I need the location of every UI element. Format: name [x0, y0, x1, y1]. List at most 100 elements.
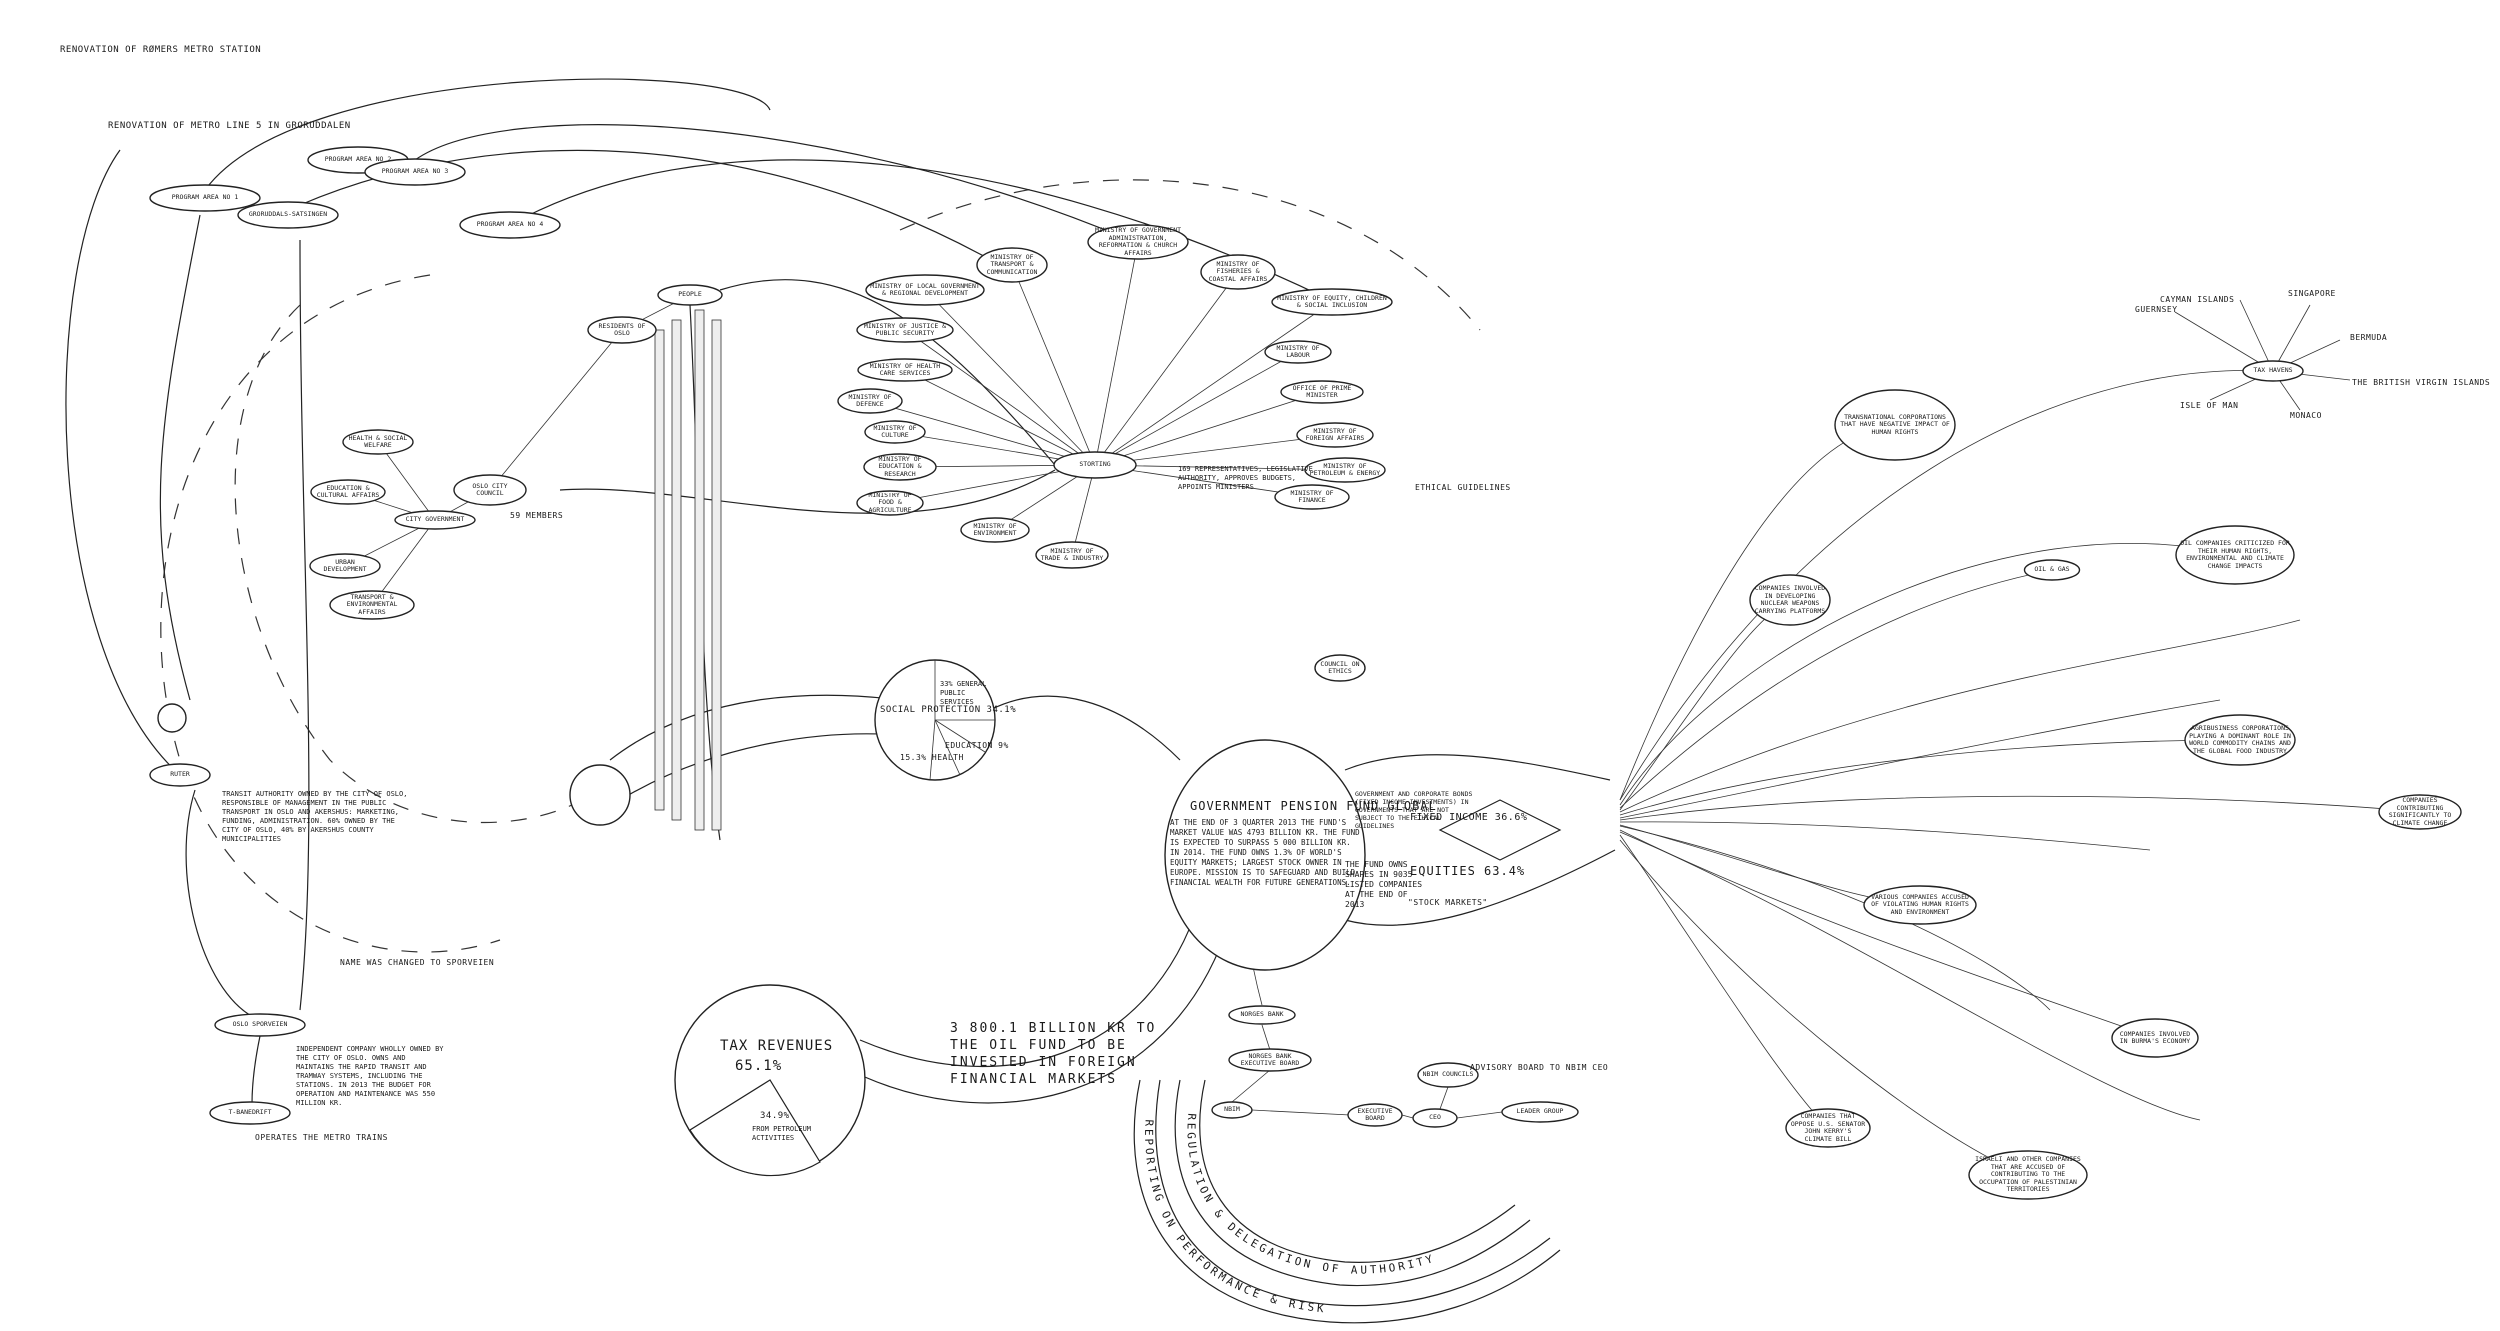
node-companies_nuclear: COMPANIES INVOLVED IN DEVELOPING NUCLEAR… [1749, 574, 1831, 626]
node-label-residents: RESIDENTS OF OSLO [599, 322, 646, 337]
node-label-oppose: COMPANIES THAT OPPOSE U.S. SENATOR JOHN … [1791, 1112, 1865, 1142]
node-norges_exec: NORGES BANK EXECUTIVE BOARD [1228, 1048, 1312, 1072]
node-oval-norges_exec [1228, 1048, 1312, 1072]
node-climate_cos: COMPANIES CONTRIBUTING SIGNIFICANTLY TO … [2378, 794, 2462, 830]
node-oval-transport [329, 590, 415, 620]
node-label-petroleum_cos: OIL & GAS [2034, 566, 2069, 574]
node-oval-oslo_council [453, 474, 527, 506]
node-label-prog3: PROGRAM AREA NO 3 [382, 168, 449, 176]
ribbon-outer-top [1174, 1079, 1531, 1287]
node-label-nbim: NBIM [1224, 1106, 1240, 1114]
tax-haven-1: GUERNSEY [2135, 305, 2178, 314]
node-residents: RESIDENTS OF OSLO [587, 316, 657, 344]
node-label-norges: NORGES BANK [1240, 1011, 1283, 1019]
node-min_food: MINISTRY OF FOOD & AGRICULTURE [856, 490, 924, 516]
node-min_env: MINISTRY OF ENVIRONMENT [960, 517, 1030, 543]
node-oval-prog3 [364, 158, 466, 186]
node-oval-min_fisheries [1200, 254, 1276, 290]
oil-fund-note: 3 800.1 BILLION KR TO THE OIL FUND TO BE… [950, 1021, 1154, 1087]
node-education: EDUCATION & CULTURAL AFFAIRS [310, 479, 386, 505]
tax-revenues-pct: 65.1% [735, 1058, 782, 1074]
node-oval-agribusiness [2184, 714, 2296, 766]
node-exec_board: EXECUTIVE BOARD [1347, 1103, 1403, 1127]
node-transnational: TRANSNATIONAL CORPORATIONS THAT HAVE NEG… [1834, 389, 1956, 461]
tax-revenues-title: TAX REVENUES [720, 1038, 833, 1054]
node-oval-cityGov [394, 510, 476, 530]
node-oval-min_trade [1035, 541, 1109, 569]
node-oval-prog4 [459, 211, 561, 239]
node-oval-min_foreign [1296, 422, 1374, 448]
tax-band-top [609, 694, 901, 761]
petroleum-note: FROM PETROLEUM ACTIVITIES [752, 1125, 811, 1142]
node-min_local: MINISTRY OF LOCAL GOVERNMENT & REGIONAL … [865, 274, 985, 306]
node-label-gronnland: GRORUDDALS-SATSINGEN [249, 211, 327, 219]
expenditure-pie [874, 659, 996, 781]
node-label-taxhavens: TAX HAVENS [2253, 367, 2292, 375]
fixed-income-label: FIXED INCOME 36.6% [1410, 812, 1527, 823]
tax-haven-3: BERMUDA [2350, 333, 2387, 342]
tax-haven-5: MONACO [2290, 411, 2322, 420]
node-storting: STORTING [1053, 451, 1137, 479]
node-oval-min_culture [864, 420, 926, 444]
node-min_culture: MINISTRY OF CULTURE [864, 420, 926, 444]
node-oval-min_govadmin [1087, 224, 1189, 260]
social-protection-label: SOCIAL PROTECTION 34.1% [880, 705, 1016, 715]
node-oval-min_petroleum [1304, 457, 1386, 483]
node-label-leader_group: LEADER GROUP [1517, 1108, 1564, 1116]
node-label-min_justice: MINISTRY OF JUSTICE & PUBLIC SECURITY [864, 322, 946, 337]
node-taxhavens: TAX HAVENS [2242, 360, 2304, 382]
node-label-norges_exec: NORGES BANK EXECUTIVE BOARD [1241, 1052, 1300, 1067]
node-oval-climate_cos [2378, 794, 2462, 830]
node-oval-min_edu [863, 453, 937, 481]
link-council-to-storting [559, 469, 1056, 514]
node-label-min_defence: MINISTRY OF DEFENCE [848, 393, 891, 408]
node-label-min_env: MINISTRY OF ENVIRONMENT [973, 522, 1016, 537]
link-sporveien-tbane [251, 1035, 261, 1105]
node-oval-ethics [1314, 654, 1366, 682]
node-norges: NORGES BANK [1228, 1005, 1296, 1025]
node-oval-nbim_council [1417, 1062, 1479, 1088]
node-label-storting: STORTING [1079, 461, 1110, 469]
node-oval-various [1863, 885, 1977, 925]
node-oval-oil_companies [2175, 525, 2295, 585]
node-oval-min_health [857, 358, 953, 382]
node-oval-min_transport [976, 247, 1048, 283]
oil-to-fund-curve [859, 899, 1201, 1067]
node-label-min_local: MINISTRY OF LOCAL GOVERNMENT & REGIONAL … [870, 282, 980, 297]
link-gronnland-bottom [159, 214, 201, 701]
node-nbim_council: NBIM COUNCILS [1417, 1062, 1479, 1088]
link-people-to-storting [719, 279, 1056, 466]
renovation-note: RENOVATION OF METRO LINE 5 IN GRORUDDALE… [108, 121, 351, 131]
node-oval-office_pm [1280, 380, 1364, 404]
node-label-min_health: MINISTRY OF HEALTH CARE SERVICES [870, 362, 940, 377]
ribbon-inner-top [1133, 1079, 1561, 1324]
node-prog3: PROGRAM AREA NO 3 [364, 158, 466, 186]
node-min_equity: MINISTRY OF EQUITY, CHILDREN & SOCIAL IN… [1271, 288, 1393, 316]
node-oval-prog1 [149, 184, 261, 212]
node-label-exec_board: EXECUTIVE BOARD [1357, 1107, 1392, 1122]
node-sporveien: OSLO SPORVEIEN [214, 1013, 306, 1037]
fund-description: AT THE END OF 3 QUARTER 2013 THE FUND'S … [1170, 818, 1360, 887]
node-oval-transnational [1834, 389, 1956, 461]
node-ceo: CEO [1412, 1108, 1458, 1128]
node-oval-urban [309, 553, 381, 579]
node-oval-people [657, 284, 723, 306]
node-oval-min_finance [1274, 484, 1350, 510]
node-oval-israel [1968, 1150, 2088, 1200]
node-label-min_trade: MINISTRY OF TRADE & INDUSTRY [1041, 547, 1104, 562]
node-israel: ISRAELI AND OTHER COMPANIES THAT ARE ACC… [1968, 1150, 2088, 1200]
node-min_health: MINISTRY OF HEALTH CARE SERVICES [857, 358, 953, 382]
node-label-tbanen: T-BANEDRIFT [228, 1109, 271, 1117]
node-agribusiness: AGRIBUSINESS CORPORATIONS PLAYING A DOMI… [2184, 714, 2296, 766]
tax-haven-4: THE BRITISH VIRGIN ISLANDS [2352, 378, 2490, 387]
node-label-nbim_council: NBIM COUNCILS [1423, 1071, 1474, 1079]
node-oval-ceo [1412, 1108, 1458, 1128]
shares-text: THE FUND OWNS SHARES IN 9035 LISTED COMP… [1345, 860, 1422, 909]
node-office_pm: OFFICE OF PRIME MINISTER [1280, 380, 1364, 404]
node-label-agribusiness: AGRIBUSINESS CORPORATIONS PLAYING A DOMI… [2189, 724, 2291, 754]
fund-band-mid [1438, 799, 1562, 861]
node-min_govadmin: MINISTRY OF GOVERNMENT ADMINISTRATION, R… [1087, 224, 1189, 260]
node-label-prog4: PROGRAM AREA NO 4 [477, 221, 544, 229]
node-oval-norges [1228, 1005, 1296, 1025]
